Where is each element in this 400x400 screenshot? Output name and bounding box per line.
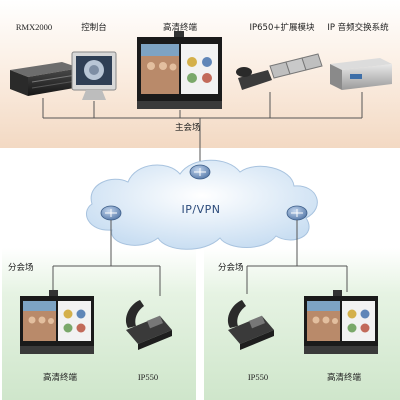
left-hd-terminal — [20, 290, 94, 354]
right-router — [286, 205, 308, 221]
branch-right-label: 分会场 — [218, 262, 244, 273]
console-label: 控制台 — [81, 22, 107, 33]
left-router — [100, 205, 122, 221]
left-hd-terminal-label: 高清终端 — [43, 372, 78, 383]
ip-vpn-cloud — [86, 159, 318, 250]
main-hd-terminal-label: 高清终端 — [163, 22, 198, 33]
left-ip550-label: IP550 — [138, 372, 158, 382]
right-hd-terminal-label: 高清终端 — [327, 372, 362, 383]
main-hd-terminal — [137, 31, 222, 109]
console-monitor — [71, 51, 117, 100]
right-ip550-phone — [227, 300, 274, 350]
branch-links — [52, 220, 348, 296]
ip-audio-switch-system — [330, 58, 392, 90]
rmx2000-label: RMX2000 — [16, 22, 52, 32]
right-hd-terminal — [304, 290, 378, 354]
network-label: IP/VPN — [182, 203, 221, 216]
main-router — [189, 164, 211, 180]
branch-left-label: 分会场 — [8, 262, 34, 273]
ip-audio-switch-label: IP 音频交换系统 — [327, 22, 389, 33]
left-ip550-phone — [125, 300, 172, 350]
rmx2000-device — [10, 62, 80, 96]
ip650-label: IP650+扩展模块 — [250, 22, 315, 33]
ip650-expansion-phone — [236, 53, 323, 90]
main-site-label: 主会场 — [175, 122, 201, 133]
right-ip550-label: IP550 — [248, 372, 268, 382]
